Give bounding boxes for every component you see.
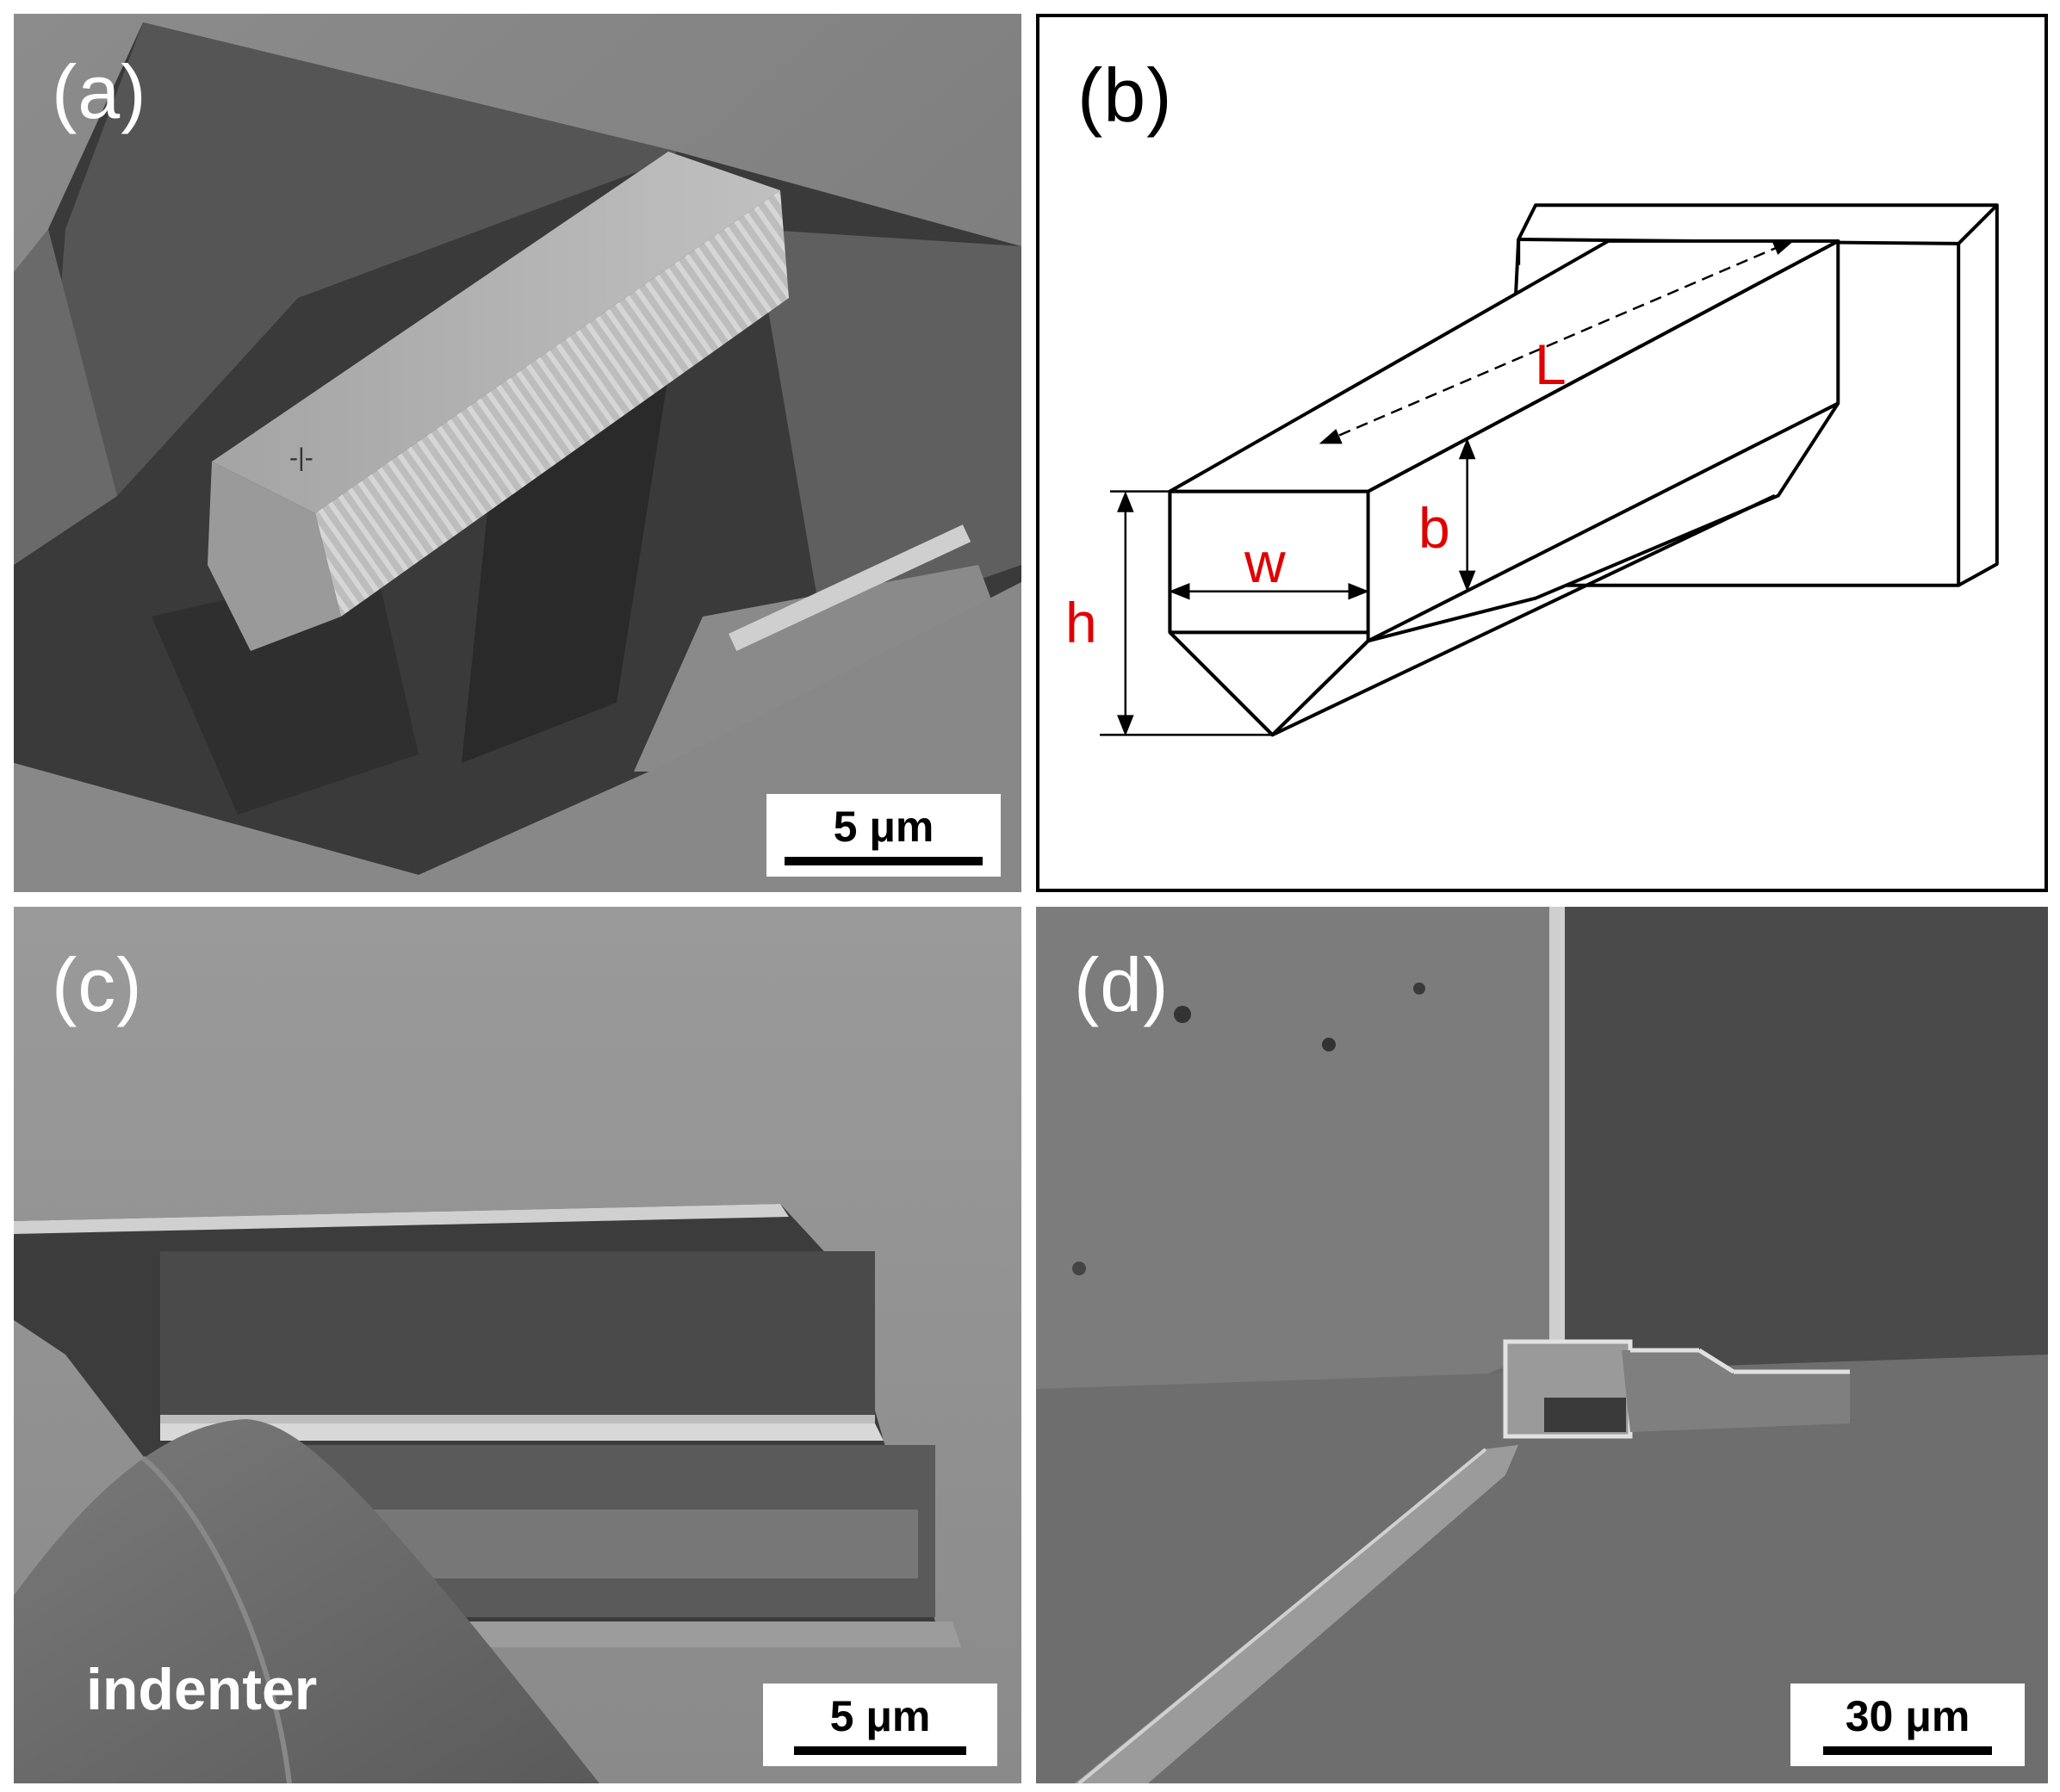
panel-c-sem-image: (c) indenter 5 μm	[14, 907, 1021, 1783]
scale-bar-a: 5 μm	[766, 794, 1001, 877]
panel-label-c: (c)	[52, 942, 143, 1027]
cantilever-sem-micrograph-d	[1036, 907, 2048, 1783]
dimension-label-length: L	[1535, 332, 1567, 396]
dimension-label-height: h	[1065, 591, 1097, 654]
panel-b-schematic: (b) L w h b	[1036, 14, 2048, 892]
dimension-label-width: w	[1244, 530, 1286, 594]
panel-label-a: (a)	[52, 49, 147, 134]
panel-label-d: (d)	[1074, 942, 1170, 1027]
scale-bar-a-text: 5 μm	[833, 803, 934, 851]
cantilever-schematic-drawing	[1100, 203, 1999, 737]
indenter-annotation: indenter	[86, 1657, 318, 1722]
scale-bar-d-line	[1823, 1746, 1992, 1755]
panel-d-sem-image: (d) 30 μm	[1036, 907, 2048, 1783]
scale-bar-c-text: 5 μm	[829, 1692, 931, 1740]
cantilever-sem-micrograph-a: -|-	[14, 14, 1021, 892]
panel-label-b: (b)	[1077, 53, 1173, 138]
scale-bar-d-text: 30 μm	[1845, 1692, 1970, 1740]
dimension-label-depth: b	[1418, 496, 1450, 560]
panel-a-sem-image: -|- (a) 5 μm	[14, 14, 1021, 892]
scale-bar-c: 5 μm	[763, 1683, 997, 1766]
svg-text:-|-: -|-	[289, 443, 313, 472]
cantilever-sem-micrograph-c	[14, 907, 1021, 1783]
scale-bar-c-line	[794, 1746, 966, 1755]
scale-bar-a-line	[785, 857, 983, 865]
scale-bar-d: 30 μm	[1790, 1683, 2025, 1766]
